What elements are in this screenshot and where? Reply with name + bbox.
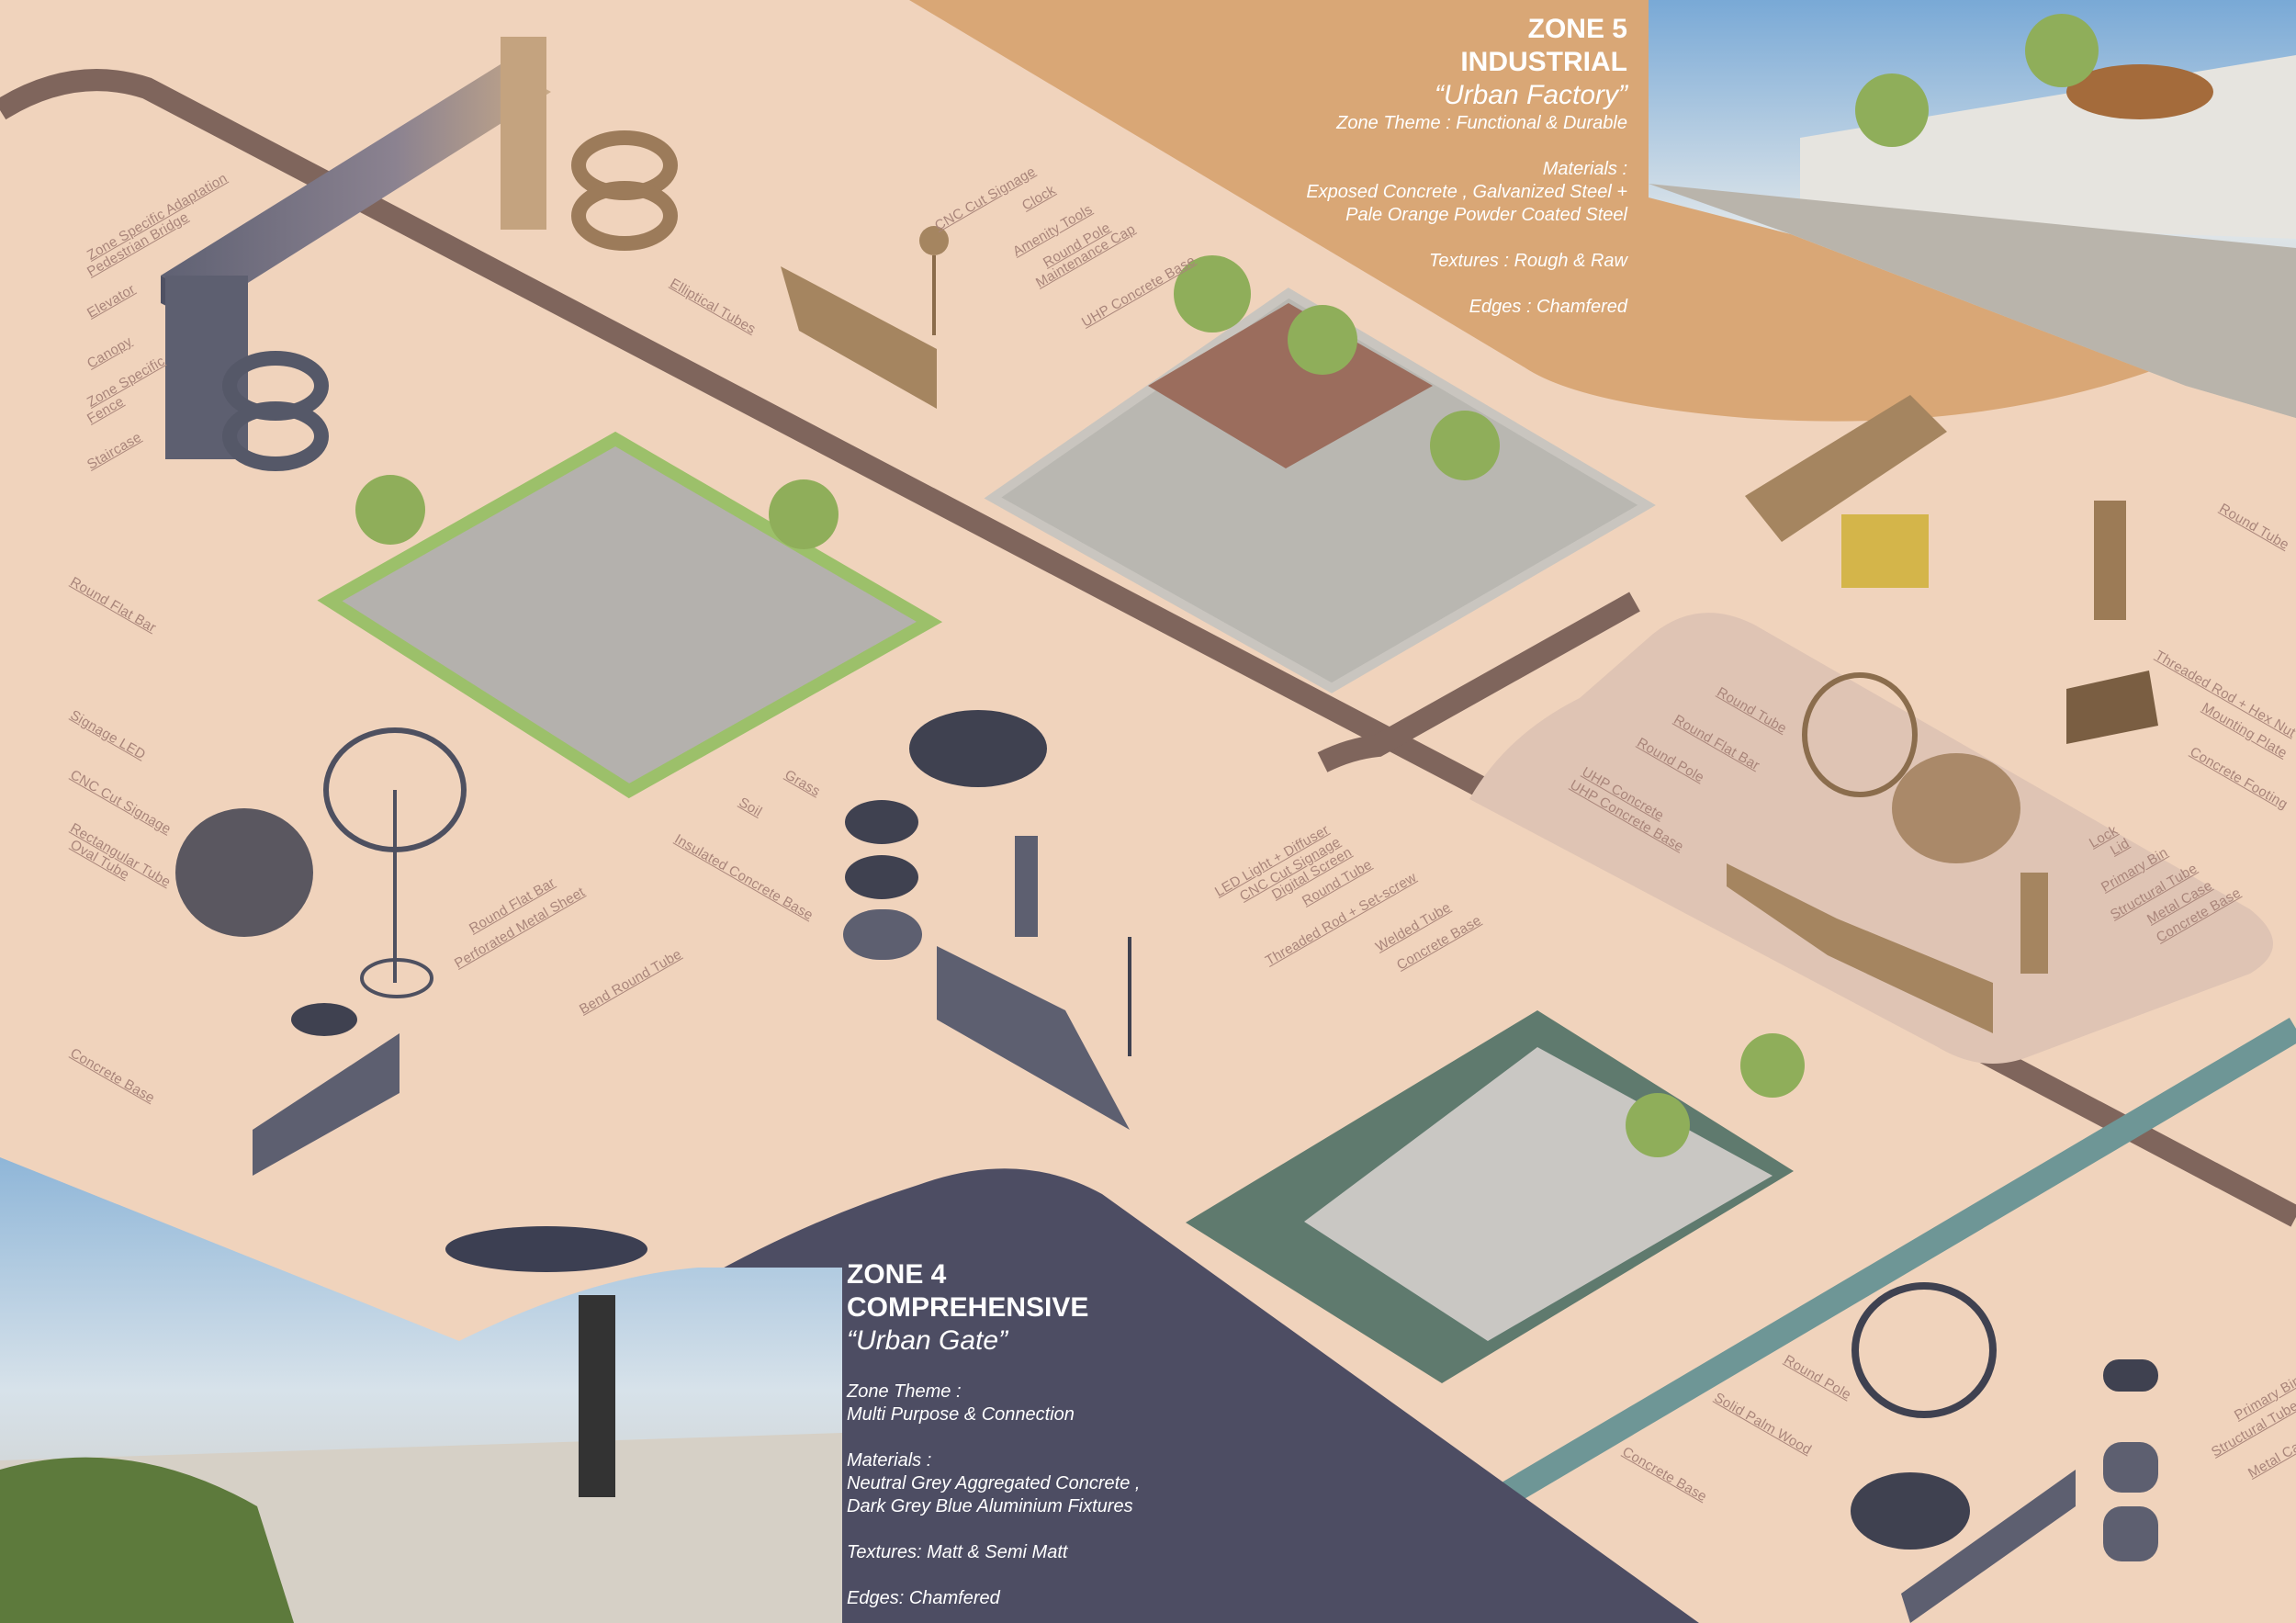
- zone5-textures: Textures : Rough & Raw: [1428, 251, 1627, 271]
- zone4-theme: Multi Purpose & Connection: [847, 1404, 1075, 1425]
- zone4-edges: Edges: Chamfered: [847, 1588, 1000, 1608]
- zone4-theme-label: Zone Theme :: [847, 1381, 962, 1402]
- zone4-description: ZONE 4 COMPREHENSIVE “Urban Gate” Zone T…: [847, 1258, 1140, 1610]
- pedestrian-bridge-model: [161, 37, 678, 471]
- zone4-textures: Textures: Matt & Semi Matt: [847, 1542, 1068, 1562]
- zone4-shade-kit: [175, 727, 467, 1176]
- zone5-materials-label: Materials :: [1542, 159, 1627, 179]
- zone4-materials-1: Neutral Grey Aggregated Concrete ,: [847, 1473, 1141, 1493]
- zone5-kit-model: [1727, 395, 2158, 1033]
- zone5-title: ZONE 5: [1527, 14, 1627, 44]
- brown-road: [0, 69, 2296, 1227]
- zone5-signage-model: [781, 226, 949, 409]
- zone5-subtitle: INDUSTRIAL: [1460, 47, 1627, 77]
- zone5-materials-2: Pale Orange Powder Coated Steel: [1345, 205, 1627, 225]
- zone4-title: ZONE 4: [847, 1259, 947, 1290]
- zone4-materials-2: Dark Grey Blue Aluminium Fixtures: [847, 1496, 1133, 1516]
- zone5-description: ZONE 5 INDUSTRIAL “Urban Factory” Zone T…: [1306, 13, 1627, 319]
- teal-road: [1471, 1017, 2296, 1523]
- zone5-materials-1: Exposed Concrete , Galvanized Steel +: [1306, 182, 1627, 202]
- zone5-edges: Edges : Chamfered: [1469, 297, 1627, 317]
- brown-road-branch: [1317, 592, 1640, 772]
- zone5-kit-platform: [1469, 613, 2273, 1064]
- zone5-theme: Zone Theme : Functional & Durable: [1336, 113, 1627, 133]
- zone4-quote: “Urban Gate”: [847, 1325, 1008, 1356]
- zone5-quote: “Urban Factory”: [1434, 80, 1627, 110]
- zone4-kit-model: [1851, 1282, 2158, 1623]
- zone4-materials-label: Materials :: [847, 1450, 932, 1471]
- zone4-plaza-model: [317, 431, 943, 799]
- zone4-subtitle: COMPREHENSIVE: [847, 1292, 1089, 1323]
- planter-kit: [843, 710, 1131, 1130]
